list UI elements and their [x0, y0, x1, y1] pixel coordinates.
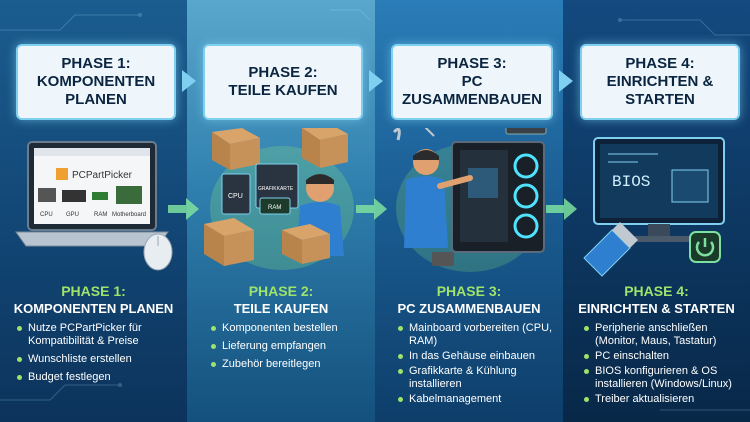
- phase-1-title-sub: PHASE 1:: [61, 283, 126, 299]
- phase-4-bullets: Peripherie anschließen (Monitor, Maus, T…: [583, 322, 743, 408]
- bullet-item: Nutze PCPartPicker für Kompatibilität & …: [16, 322, 181, 348]
- phase-2-title: PHASE 2: TEILE KAUFEN: [187, 283, 375, 317]
- mouse-icon: [143, 233, 173, 271]
- boxes-illustration: CPU GRAFIKKARTE RAM: [204, 128, 354, 270]
- pcpartpicker-logo-icon: [56, 168, 68, 180]
- gpu-icon: [62, 190, 86, 202]
- phase-3-header-line1: PHASE 3:: [437, 55, 507, 72]
- phase-3-header-line2: PC ZUSAMMENBAUEN: [402, 73, 542, 108]
- phase-3-header: PHASE 3: PC ZUSAMMENBAUEN: [391, 44, 553, 120]
- cardboard-box-icon: [282, 224, 330, 264]
- monitor-illustration: BIOS: [583, 137, 725, 277]
- box-grafikkarte-label: GRAFIKKARTE: [258, 186, 294, 192]
- person-icon: [296, 174, 344, 256]
- cardboard-box-icon: [302, 128, 348, 168]
- usb-stick-icon: [583, 222, 638, 277]
- phase-1-header-line3: PLANEN: [65, 91, 127, 108]
- phase-2-header: PHASE 2: TEILE KAUFEN: [203, 44, 363, 120]
- motherboard-label: Motherboard: [112, 212, 146, 218]
- phase-4-header-line2: EINRICHTEN &: [606, 73, 714, 90]
- arrow-right-icon: [369, 70, 383, 92]
- cpu-label: CPU: [40, 212, 53, 218]
- bullet-item: Budget festlegen: [16, 371, 181, 384]
- phase-1-header: PHASE 1: KOMPONENTEN PLANEN: [16, 44, 176, 120]
- phase-4-title: PHASE 4: EINRICHTEN & STARTEN: [563, 283, 750, 317]
- phase-3-title: PHASE 3: PC ZUSAMMENBAUEN: [375, 283, 563, 317]
- phase-2-title-main: TEILE KAUFEN: [233, 301, 329, 316]
- arrow-right-icon: [182, 70, 196, 92]
- power-supply-icon: [505, 128, 547, 135]
- phase-2-header-line1: PHASE 2:: [248, 64, 318, 81]
- phase-1-header-line2: KOMPONENTEN: [36, 73, 156, 90]
- cpu-chip-icon: [432, 252, 454, 266]
- phase-3-title-sub: PHASE 3:: [436, 283, 502, 299]
- box-ram-label: RAM: [268, 205, 281, 211]
- phase-1-header-line1: PHASE 1:: [61, 55, 131, 72]
- bullet-item: Mainboard vorbereiten (CPU, RAM): [397, 322, 559, 348]
- phase-2-bullets: Komponenten bestellen Lieferung empfange…: [210, 322, 370, 376]
- phase-2-title-sub: PHASE 2:: [248, 283, 314, 299]
- bullet-item: Wunschliste erstellen: [16, 353, 181, 366]
- bios-label: BIOS: [612, 173, 650, 191]
- phase-4-title-main: EINRICHTEN & STARTEN: [578, 301, 735, 316]
- phase-3-bullets: Mainboard vorbereiten (CPU, RAM) In das …: [397, 322, 559, 408]
- cardboard-box-icon: [212, 128, 260, 170]
- cpu-icon: [38, 188, 56, 202]
- ram-label: RAM: [94, 212, 107, 218]
- motherboard-icon: [116, 186, 142, 204]
- phase-2-header-line2: TEILE KAUFEN: [228, 82, 338, 99]
- gpu-label: GPU: [66, 212, 79, 218]
- phase-1-title: PHASE 1: KOMPONENTEN PLANEN: [0, 283, 187, 317]
- bullet-item: Peripherie anschließen (Monitor, Maus, T…: [583, 322, 743, 348]
- person-icon: [404, 149, 473, 248]
- wrench-icon: [392, 128, 401, 141]
- bullet-item: Grafikkarte & Kühlung installieren: [397, 365, 559, 391]
- flow-arrow-icon: [168, 198, 199, 220]
- flow-arrow-icon: [356, 198, 387, 220]
- phase-1-title-main: KOMPONENTEN PLANEN: [13, 301, 174, 316]
- laptop-illustration: PCPartPicker CPU GPU RAM Motherboard: [15, 141, 173, 271]
- phase-4-title-sub: PHASE 4:: [624, 283, 689, 299]
- bullet-item: Zubehör bereitlegen: [210, 358, 370, 371]
- pcpartpicker-label: PCPartPicker: [72, 170, 133, 181]
- phase-4-header-line1: PHASE 4:: [625, 55, 695, 72]
- bullet-item: Komponenten bestellen: [210, 322, 370, 335]
- bullet-item: Kabelmanagement: [397, 393, 559, 406]
- screwdriver-icon: [422, 128, 435, 137]
- pc-assembly-illustration: [392, 128, 547, 272]
- box-cpu-label: CPU: [228, 193, 243, 200]
- phase-4-header-line3: STARTEN: [625, 91, 695, 108]
- ram-icon: [92, 192, 108, 200]
- phase-1-bullets: Nutze PCPartPicker für Kompatibilität & …: [16, 322, 181, 389]
- phase-4-header: PHASE 4: EINRICHTEN & STARTEN: [580, 44, 740, 120]
- bullet-item: PC einschalten: [583, 350, 743, 363]
- phase-3-title-main: PC ZUSAMMENBAUEN: [397, 301, 541, 316]
- flow-arrow-icon: [546, 198, 577, 220]
- bullet-item: Lieferung empfangen: [210, 340, 370, 353]
- arrow-right-icon: [559, 70, 573, 92]
- bullet-item: Treiber aktualisieren: [583, 393, 743, 406]
- bullet-item: In das Gehäuse einbauen: [397, 350, 559, 363]
- bullet-item: BIOS konfigurieren & OS installieren (Wi…: [583, 365, 743, 391]
- cardboard-box-icon: [204, 218, 254, 266]
